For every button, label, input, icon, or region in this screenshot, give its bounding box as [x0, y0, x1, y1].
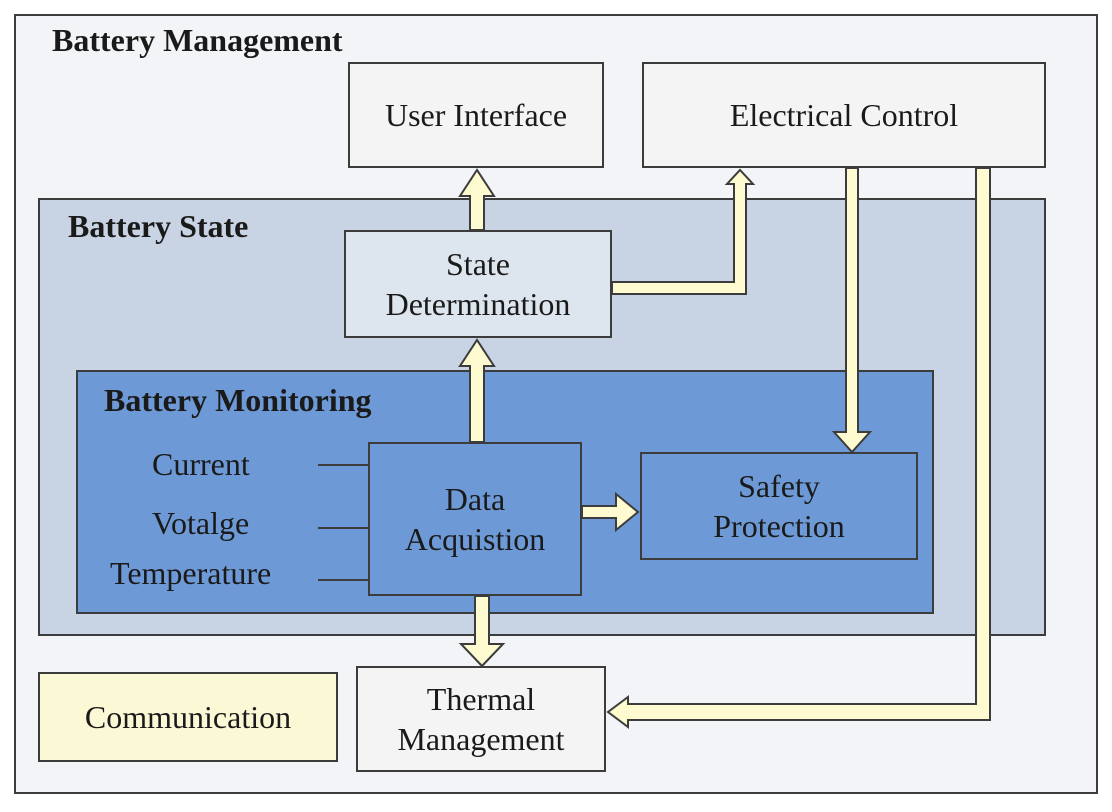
safety-protection-line2: Protection	[713, 508, 845, 544]
battery-state-title: Battery State	[68, 208, 249, 244]
thermal-management-line1: Thermal	[426, 681, 536, 717]
signal-current-label: Current	[152, 446, 250, 482]
thermal-management-box: Thermal Management	[356, 666, 606, 772]
user-interface-box: User Interface	[348, 62, 604, 168]
data-acquisition-box: Data Acquistion	[368, 442, 582, 596]
safety-protection-box: Safety Protection	[640, 452, 918, 560]
data-acquisition-line1: Data	[444, 481, 506, 517]
electrical-control-box: Electrical Control	[642, 62, 1046, 168]
electrical-control-label: Electrical Control	[729, 97, 959, 133]
state-determination-line1: State	[446, 246, 510, 282]
data-acquisition-line2: Acquistion	[404, 521, 546, 557]
state-determination-box: State Determination	[344, 230, 612, 338]
communication-label: Communication	[84, 699, 292, 735]
state-determination-line2: Determination	[385, 286, 571, 322]
communication-box: Communication	[38, 672, 338, 762]
thermal-management-line2: Management	[397, 721, 565, 757]
user-interface-label: User Interface	[384, 97, 568, 133]
safety-protection-line1: Safety	[738, 468, 820, 504]
signal-voltage-label: Votalge	[152, 505, 250, 541]
battery-monitoring-title: Battery Monitoring	[104, 382, 372, 418]
battery-management-title: Battery Management	[52, 22, 343, 58]
signal-temperature-label: Temperature	[110, 555, 272, 591]
